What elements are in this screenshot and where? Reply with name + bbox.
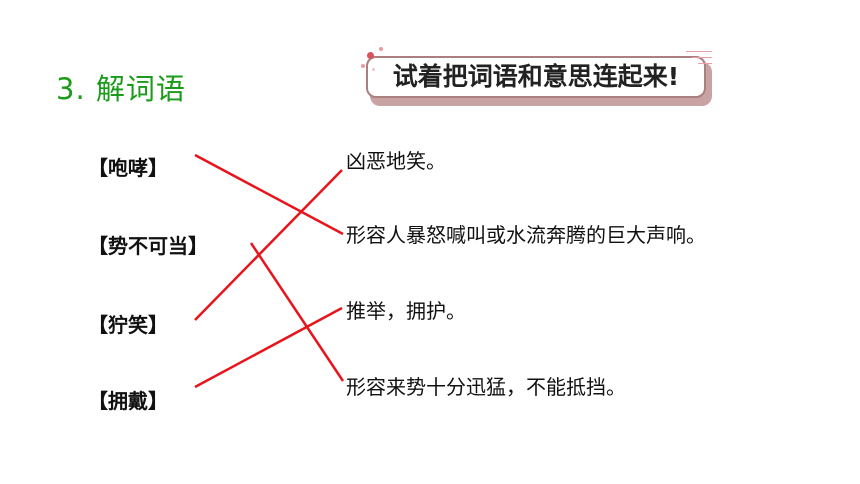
decor-line	[686, 51, 712, 52]
decor-dot	[361, 64, 365, 68]
decor-dot	[379, 47, 383, 51]
match-line-paoxiao	[194, 153, 344, 236]
banner-text: 试着把词语和意思连起来!	[392, 62, 680, 91]
term-shibukedang: 【势不可当】	[88, 234, 208, 258]
decor-line	[692, 57, 712, 58]
meaning-roar: 形容人暴怒喊叫或水流奔腾的巨大声响。	[346, 223, 706, 247]
term-yongdai: 【拥戴】	[88, 389, 168, 413]
meaning-support: 推举，拥护。	[346, 299, 466, 323]
instruction-banner: 试着把词语和意思连起来!	[366, 56, 712, 106]
decor-line	[698, 63, 712, 64]
match-line-ningxiao	[194, 169, 343, 321]
section-title: 3. 解词语	[56, 72, 186, 106]
match-line-shibukedang	[249, 242, 345, 382]
meaning-evil-laugh: 凶恶地笑。	[346, 149, 446, 173]
decor-dot	[372, 68, 375, 71]
term-ningxiao: 【狞笑】	[88, 313, 168, 337]
match-line-yongdai	[194, 306, 343, 389]
term-paoxiao: 【咆哮】	[88, 156, 168, 180]
banner-plate	[366, 56, 706, 98]
decor-dot	[367, 52, 374, 59]
meaning-unstoppable: 形容来势十分迅猛，不能抵挡。	[346, 375, 626, 399]
